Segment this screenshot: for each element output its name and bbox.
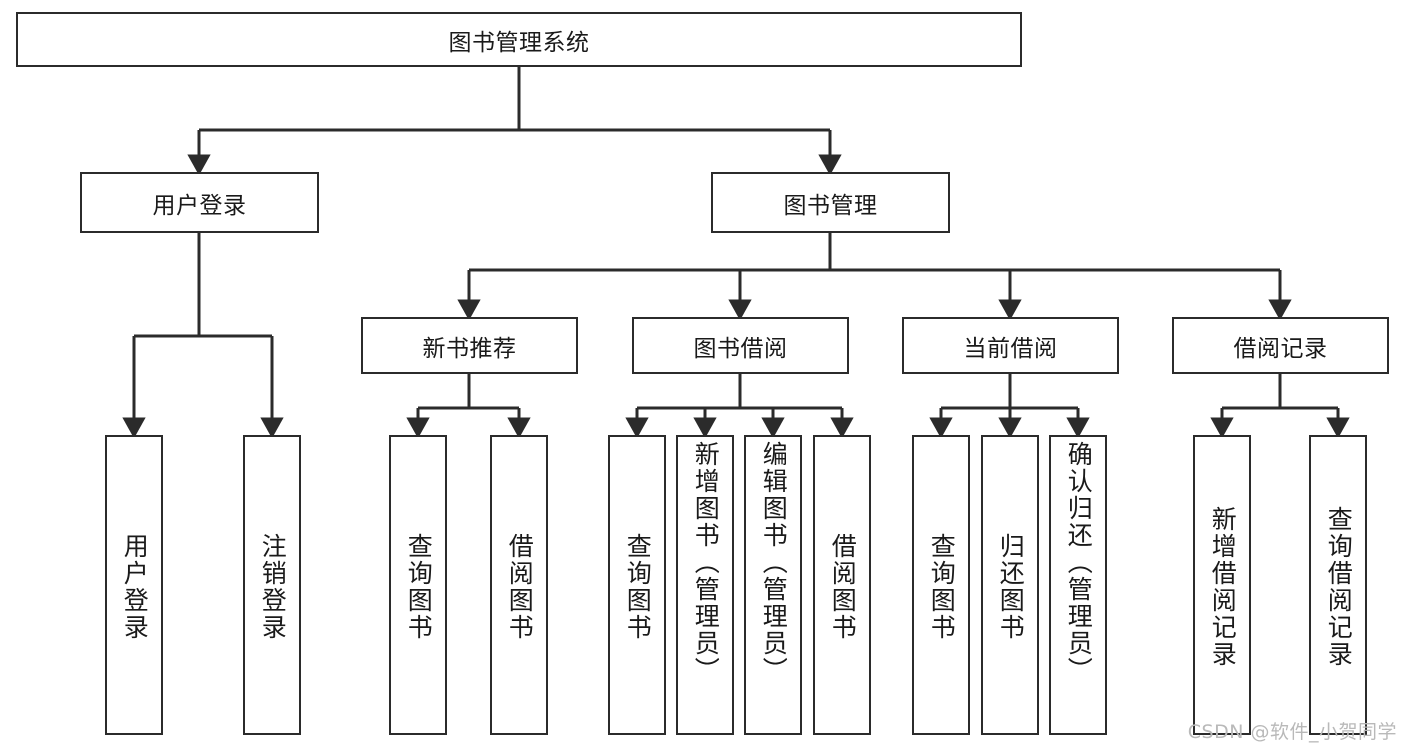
- vertical-label-wrap: 确认归还（管理员）: [1064, 441, 1094, 733]
- node-label: 图书管理系统: [448, 29, 590, 56]
- vertical-label-wrap: 借阅图书: [828, 441, 858, 733]
- node-book-management[interactable]: 图书管理: [711, 172, 950, 233]
- leaf-book-borrow-borrow-book[interactable]: 借阅图书: [813, 435, 871, 735]
- node-label: 新增借阅记录: [1208, 506, 1238, 668]
- leaf-book-borrow-edit-book-admin[interactable]: 编辑图书（管理员）: [744, 435, 802, 735]
- vertical-label-wrap: 查询图书: [927, 441, 957, 733]
- leaf-new-book-borrow-book[interactable]: 借阅图书: [490, 435, 548, 735]
- vertical-label-wrap: 查询借阅记录: [1324, 441, 1354, 733]
- node-label: 归还图书: [996, 533, 1026, 641]
- node-label: 用户登录: [152, 192, 247, 219]
- leaf-user-login-logout[interactable]: 注销登录: [243, 435, 301, 735]
- node-label: 查询图书: [927, 533, 957, 641]
- leaf-user-login-login[interactable]: 用户登录: [105, 435, 163, 735]
- vertical-label-wrap: 编辑图书（管理员）: [759, 441, 789, 733]
- node-borrow-record[interactable]: 借阅记录: [1172, 317, 1389, 374]
- node-label: 新书推荐: [422, 335, 517, 362]
- node-label: 注销登录: [258, 533, 288, 641]
- vertical-label-wrap: 注销登录: [258, 441, 288, 733]
- vertical-label-wrap: 用户登录: [120, 441, 150, 733]
- vertical-label-wrap: 查询图书: [623, 441, 653, 733]
- leaf-book-borrow-add-book-admin[interactable]: 新增图书（管理员）: [676, 435, 734, 735]
- node-label: 编辑图书（管理员）: [759, 441, 789, 684]
- leaf-current-borrow-return-book[interactable]: 归还图书: [981, 435, 1039, 735]
- vertical-label-wrap: 查询图书: [404, 441, 434, 733]
- node-new-book-recommend[interactable]: 新书推荐: [361, 317, 578, 374]
- leaf-borrow-record-query-record[interactable]: 查询借阅记录: [1309, 435, 1367, 735]
- node-label: 当前借阅: [963, 335, 1058, 362]
- node-label: 借阅图书: [505, 533, 535, 641]
- node-root-book-management-system[interactable]: 图书管理系统: [16, 12, 1022, 67]
- node-label: 借阅记录: [1233, 335, 1328, 362]
- vertical-label-wrap: 归还图书: [996, 441, 1026, 733]
- node-label: 图书借阅: [693, 335, 788, 362]
- vertical-label-wrap: 新增图书（管理员）: [691, 441, 721, 733]
- node-label: 查询图书: [623, 533, 653, 641]
- node-label: 新增图书（管理员）: [691, 441, 721, 684]
- watermark-text: CSDN @软件_小贺同学: [1187, 721, 1397, 743]
- leaf-borrow-record-add-record[interactable]: 新增借阅记录: [1193, 435, 1251, 735]
- leaf-new-book-query-book[interactable]: 查询图书: [389, 435, 447, 735]
- node-label: 查询图书: [404, 533, 434, 641]
- vertical-label-wrap: 新增借阅记录: [1208, 441, 1238, 733]
- node-current-borrow[interactable]: 当前借阅: [902, 317, 1119, 374]
- node-label: 查询借阅记录: [1324, 506, 1354, 668]
- leaf-current-borrow-query-book[interactable]: 查询图书: [912, 435, 970, 735]
- vertical-label-wrap: 借阅图书: [505, 441, 535, 733]
- node-label: 确认归还（管理员）: [1064, 441, 1094, 684]
- node-user-login[interactable]: 用户登录: [80, 172, 319, 233]
- node-label: 借阅图书: [828, 533, 858, 641]
- node-label: 用户登录: [120, 533, 150, 641]
- node-book-borrow[interactable]: 图书借阅: [632, 317, 849, 374]
- leaf-current-borrow-confirm-return-admin[interactable]: 确认归还（管理员）: [1049, 435, 1107, 735]
- leaf-book-borrow-query-book[interactable]: 查询图书: [608, 435, 666, 735]
- node-label: 图书管理: [783, 192, 878, 219]
